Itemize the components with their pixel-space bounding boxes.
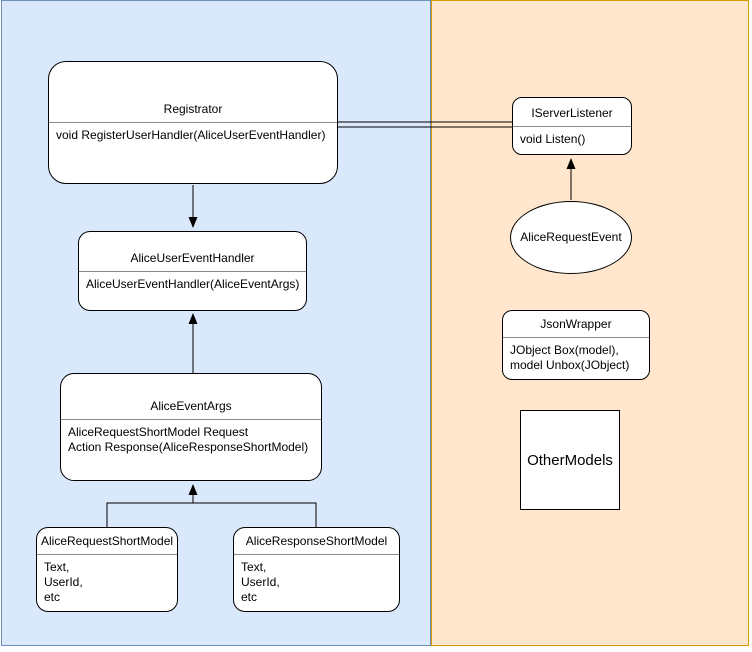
registrator-title: Registrator <box>163 102 223 116</box>
alice-response-short-model-field: etc <box>241 590 258 604</box>
alice-event-args-member: Action Response(AliceResponseShortModel) <box>68 440 309 454</box>
alice-response-short-model-field: UserId, <box>241 575 280 589</box>
alice-request-short-model-node[interactable]: AliceRequestShortModel Text, UserId, etc <box>36 527 178 612</box>
json-wrapper-method: model Unbox(JObject) <box>510 358 630 372</box>
alice-event-args-member: AliceRequestShortModel Request <box>68 425 249 439</box>
alice-response-short-model-title: AliceResponseShortModel <box>245 534 388 548</box>
iserver-listener-method: void Listen() <box>520 131 586 146</box>
registrator-method: void RegisterUserHandler(AliceUserEventH… <box>56 128 326 142</box>
divider <box>37 554 177 555</box>
alice-response-short-model-node[interactable]: AliceResponseShortModel Text, UserId, et… <box>233 527 400 612</box>
iserver-listener-title: IServerListener <box>531 105 613 120</box>
divider <box>61 419 321 420</box>
divider <box>513 125 631 127</box>
alice-request-short-model-field: etc <box>44 590 61 604</box>
divider <box>79 270 306 272</box>
divider <box>503 337 649 338</box>
iserver-listener-node[interactable]: IServerListener void Listen() <box>512 97 632 155</box>
alice-event-args-node[interactable]: AliceEventArgs AliceRequestShortModel Re… <box>60 373 322 481</box>
registrator-node[interactable]: Registrator void RegisterUserHandler(Ali… <box>48 61 338 184</box>
json-wrapper-title: JsonWrapper <box>540 317 612 331</box>
alice-response-short-model-field: Text, <box>241 560 267 574</box>
other-models-label: OtherModels <box>527 451 613 469</box>
json-wrapper-method: JObject Box(model), <box>510 343 619 357</box>
alice-event-args-title: AliceEventArgs <box>150 399 232 413</box>
alice-request-short-model-field: Text, <box>44 560 70 574</box>
divider <box>234 554 399 555</box>
json-wrapper-node[interactable]: JsonWrapper JObject Box(model), model Un… <box>502 310 650 380</box>
alice-user-event-handler-node[interactable]: AliceUserEventHandler AliceUserEventHand… <box>78 231 307 311</box>
alice-request-short-model-field: UserId, <box>44 575 83 589</box>
other-models-node[interactable]: OtherModels <box>520 410 620 510</box>
divider <box>49 122 337 123</box>
alice-user-event-handler-title: AliceUserEventHandler <box>130 250 255 265</box>
alice-request-short-model-title: AliceRequestShortModel <box>41 534 174 548</box>
alice-request-event-label: AliceRequestEvent <box>520 230 622 244</box>
alice-user-event-handler-method: AliceUserEventHandler(AliceEventArgs) <box>86 276 300 291</box>
alice-request-event-node[interactable]: AliceRequestEvent <box>510 201 632 274</box>
